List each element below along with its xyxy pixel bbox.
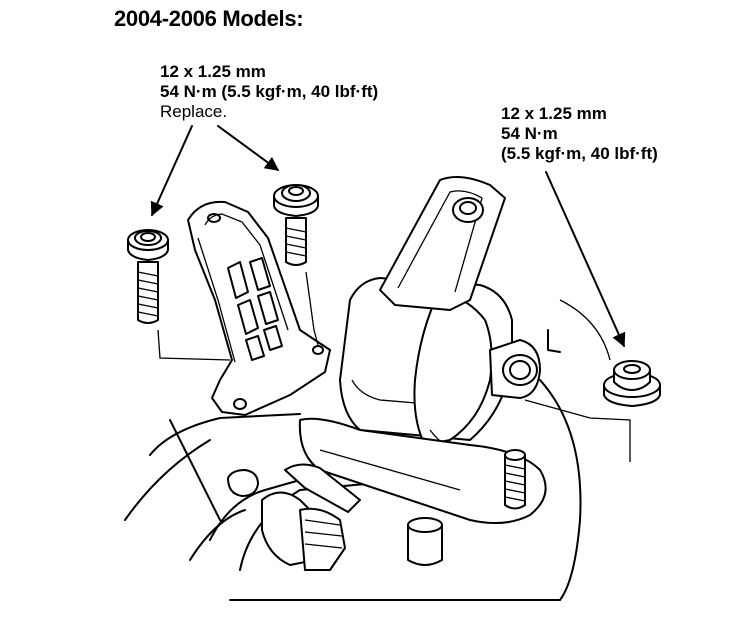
callout-left-bolt-size: 12 x 1.25 mm (160, 62, 266, 81)
flange-bolt-icon (127, 229, 231, 361)
flange-bolt-icon (273, 184, 319, 346)
stud-icon (504, 449, 526, 510)
bracket-icon (187, 200, 331, 416)
flange-nut-icon (603, 360, 661, 407)
arrow-to-flange-nut (545, 171, 626, 348)
lower-components (169, 419, 561, 601)
leader-arrows (150, 125, 626, 348)
callout-right-nut: 12 x 1.25 mm 54 N·m (5.5 kgf·m, 40 lbf·f… (501, 104, 658, 164)
frame-outline (124, 299, 611, 601)
arrow-to-left-bolt (150, 125, 193, 217)
engine-mount-icon (339, 175, 631, 462)
callout-right-torque: 54 N·m (501, 124, 558, 143)
callout-left-bolts: 12 x 1.25 mm 54 N·m (5.5 kgf·m, 40 lbf·f… (160, 62, 378, 122)
diagram-title: 2004-2006 Models: (114, 6, 304, 31)
arrow-to-center-bolt (217, 125, 280, 171)
callout-left-note: Replace. (160, 102, 228, 121)
callout-right-torque-alt: (5.5 kgf·m, 40 lbf·ft) (501, 144, 658, 163)
callout-left-torque: 54 N·m (5.5 kgf·m, 40 lbf·ft) (160, 82, 379, 101)
callout-right-bolt-size: 12 x 1.25 mm (501, 104, 607, 123)
